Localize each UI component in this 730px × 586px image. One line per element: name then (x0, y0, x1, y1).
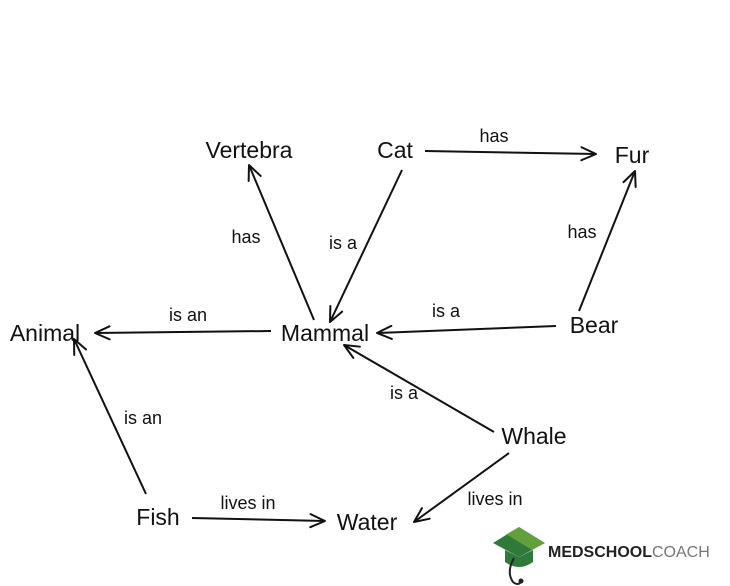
node-animal: Animal (10, 320, 80, 346)
edge-label: has (567, 222, 596, 242)
edge-label: has (479, 126, 508, 146)
edge-line (248, 164, 315, 321)
arrowhead (376, 324, 393, 340)
edge-bear-mammal: is a (376, 301, 557, 340)
arrowhead (580, 146, 597, 162)
edge-label: lives in (220, 493, 275, 513)
edge-label: is an (169, 305, 207, 325)
edge-cat-fur: has (424, 126, 597, 162)
arrowhead (413, 507, 431, 523)
edge-bear-fur: has (567, 170, 637, 312)
graduation-cap-stethoscope-icon (493, 527, 545, 585)
edge-label: is an (124, 408, 162, 428)
node-fish: Fish (136, 504, 179, 530)
arrowhead (343, 344, 361, 359)
arrowhead (329, 305, 344, 323)
arrowhead (622, 170, 637, 188)
edge-line (413, 452, 510, 523)
node-water: Water (337, 509, 398, 535)
edges: has has is a has is an is a is a is an lives in l… (73, 126, 637, 529)
logo-text-light: COACH (652, 544, 710, 561)
edge-line (578, 170, 636, 312)
edge-label: is a (329, 233, 358, 253)
edge-label: is a (390, 383, 419, 403)
node-cat: Cat (377, 137, 413, 163)
node-fur: Fur (615, 142, 650, 168)
edge-fish-animal: is an (73, 338, 162, 495)
arrowhead (309, 513, 326, 529)
edge-line (73, 338, 147, 495)
edge-mammal-vertebra: has (231, 164, 315, 321)
node-mammal: Mammal (281, 320, 369, 346)
arrowhead (73, 338, 88, 356)
node-vertebra: Vertebra (206, 137, 293, 163)
arrowhead (94, 325, 111, 341)
node-bear: Bear (570, 312, 619, 338)
edge-whale-mammal: is a (343, 344, 495, 433)
node-whale: Whale (501, 423, 566, 449)
logo-text: MEDSCHOOLCOACH (548, 544, 710, 561)
medschoolcoach-logo: MEDSCHOOLCOACH (493, 527, 710, 585)
edge-label: is a (432, 301, 461, 321)
edge-line (376, 325, 557, 334)
edge-line (191, 517, 326, 522)
edge-line (424, 150, 597, 155)
edge-label: lives in (467, 489, 522, 509)
edge-line (94, 330, 272, 334)
edge-fish-water: lives in (191, 493, 326, 529)
edge-label: has (231, 227, 260, 247)
arrowhead (247, 164, 262, 182)
edge-mammal-animal: is an (94, 305, 272, 341)
edge-cat-mammal: is a (329, 169, 403, 323)
logo-text-bold: MEDSCHOOL (548, 544, 652, 561)
edge-whale-water: lives in (413, 452, 523, 523)
edge-line (329, 169, 403, 323)
edge-line (343, 344, 495, 433)
